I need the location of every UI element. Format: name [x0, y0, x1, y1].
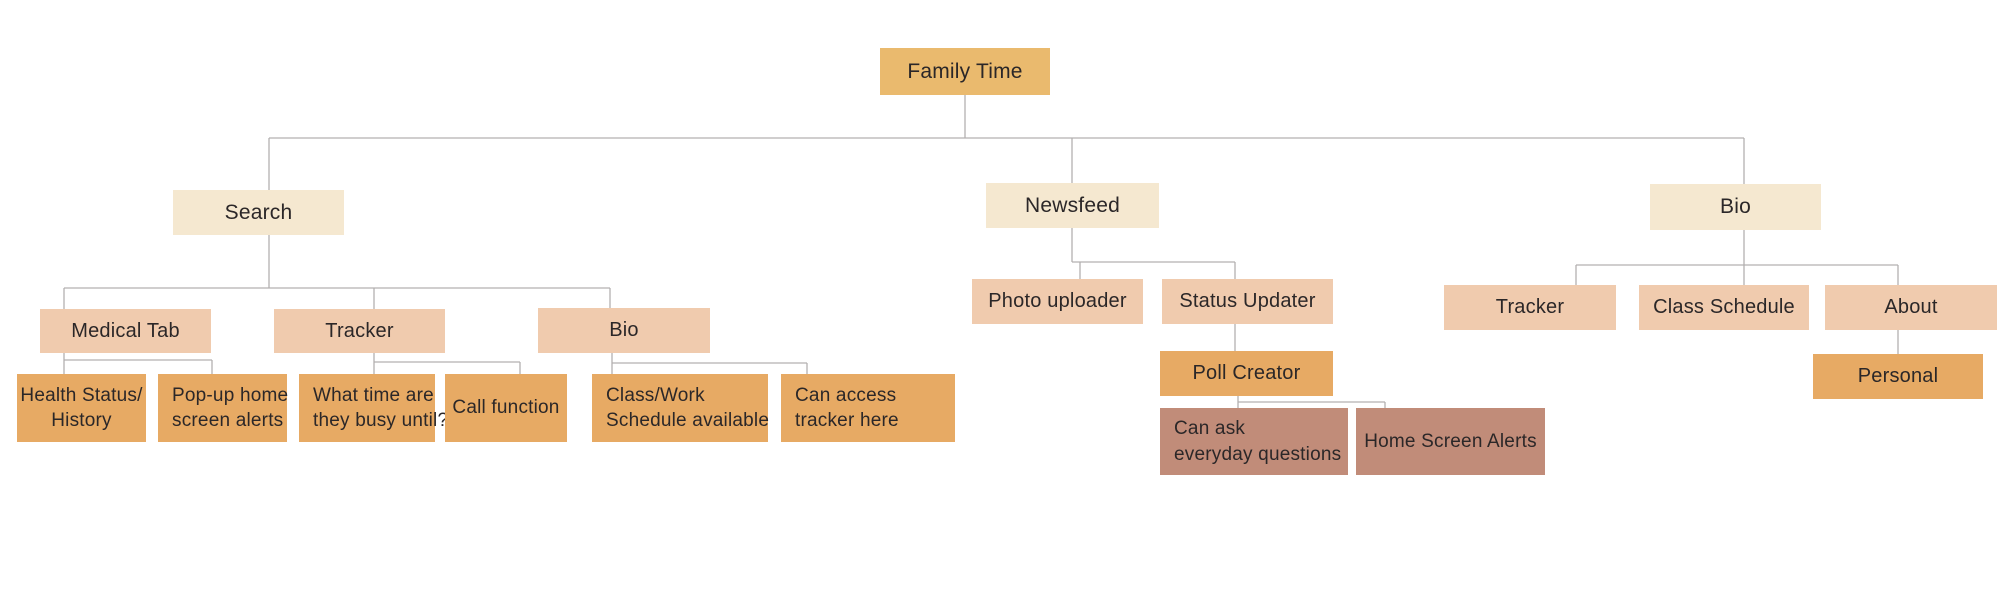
node-label: Can ask	[1174, 418, 1246, 440]
node-label: Personal	[1857, 365, 1939, 388]
node-label: Tracker	[1495, 296, 1565, 319]
node-newsfeed: Newsfeed	[986, 183, 1159, 228]
node-can-access: Can access tracker here	[781, 374, 955, 442]
node-status-updater: Status Updater	[1162, 279, 1333, 324]
node-label: Bio	[1720, 195, 1751, 219]
node-label: they busy until?	[313, 410, 449, 431]
node-class-schedule: Class Schedule	[1639, 285, 1809, 330]
node-label: Family Time	[907, 59, 1023, 83]
node-bio-search: Bio	[538, 308, 710, 353]
node-label: tracker here	[795, 410, 899, 431]
node-label: everyday questions	[1174, 443, 1342, 465]
node-label: About	[1884, 296, 1938, 319]
node-tracker-bio: Tracker	[1444, 285, 1616, 330]
node-label: Poll Creator	[1192, 362, 1301, 385]
node-health-status: Health Status/History	[17, 374, 146, 442]
node-label: Home Screen Alerts	[1364, 430, 1537, 452]
node-label: Newsfeed	[1025, 193, 1120, 217]
node-personal: Personal	[1813, 354, 1983, 399]
node-search: Search	[173, 190, 344, 235]
node-what-time: What time are they busy until?	[299, 374, 448, 442]
node-label: Photo uploader	[988, 290, 1127, 313]
node-label: Medical Tab	[71, 319, 180, 342]
node-family-time: Family Time	[880, 48, 1050, 95]
node-home-alerts: Home Screen Alerts	[1356, 408, 1545, 475]
node-label: Class Schedule	[1653, 296, 1795, 319]
node-about: About	[1825, 285, 1997, 330]
node-photo-uploader: Photo uploader	[972, 279, 1143, 324]
node-label: Tracker	[325, 319, 394, 342]
node-bio-main: Bio	[1650, 184, 1821, 230]
node-call-function: Call function	[445, 374, 567, 442]
node-label: Pop-up home	[172, 384, 289, 406]
node-label: Schedule available	[606, 410, 770, 431]
node-can-ask: Can ask everyday questions	[1160, 408, 1348, 475]
node-label: Call function	[452, 397, 560, 419]
node-label: screen alerts	[172, 410, 284, 431]
node-label: What time are	[313, 384, 434, 406]
node-label: History	[51, 410, 112, 431]
node-medical-tab: Medical Tab	[40, 309, 211, 353]
node-label: Search	[224, 200, 293, 224]
node-label: Can access	[795, 384, 897, 406]
node-popup-home: Pop-up home screen alerts	[158, 374, 289, 442]
node-label: Status Updater	[1179, 290, 1316, 313]
node-tracker-search: Tracker	[274, 309, 445, 353]
node-label: Health Status/	[20, 384, 143, 406]
node-label: Class/Work	[606, 384, 705, 406]
node-poll-creator: Poll Creator	[1160, 351, 1333, 396]
node-label: Bio	[609, 319, 639, 342]
